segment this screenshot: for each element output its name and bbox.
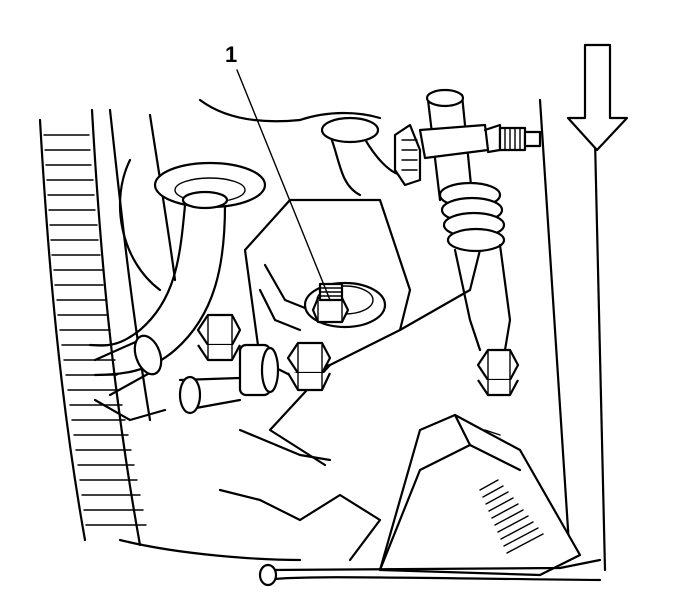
vertical-pipe <box>418 88 542 202</box>
bent-tube <box>88 161 267 377</box>
hex-bolt-center <box>286 341 332 392</box>
down-arrow-icon <box>566 43 629 152</box>
leader-line <box>236 69 331 301</box>
engine-housing <box>108 98 607 572</box>
hex-bolt-right <box>476 348 520 397</box>
valve-body <box>178 343 280 415</box>
hex-bolt-left <box>196 313 242 362</box>
callout-label: 1 <box>225 42 237 67</box>
ribbed-coupling <box>438 181 512 352</box>
callout-bolt <box>311 282 350 324</box>
corrugated-hose <box>38 108 147 547</box>
barcode-label <box>479 479 544 554</box>
short-pipe <box>93 334 167 422</box>
control-module <box>378 413 582 577</box>
upper-hose <box>320 116 422 197</box>
bottom-tray <box>118 488 602 587</box>
callout-1: 1 <box>225 42 331 301</box>
